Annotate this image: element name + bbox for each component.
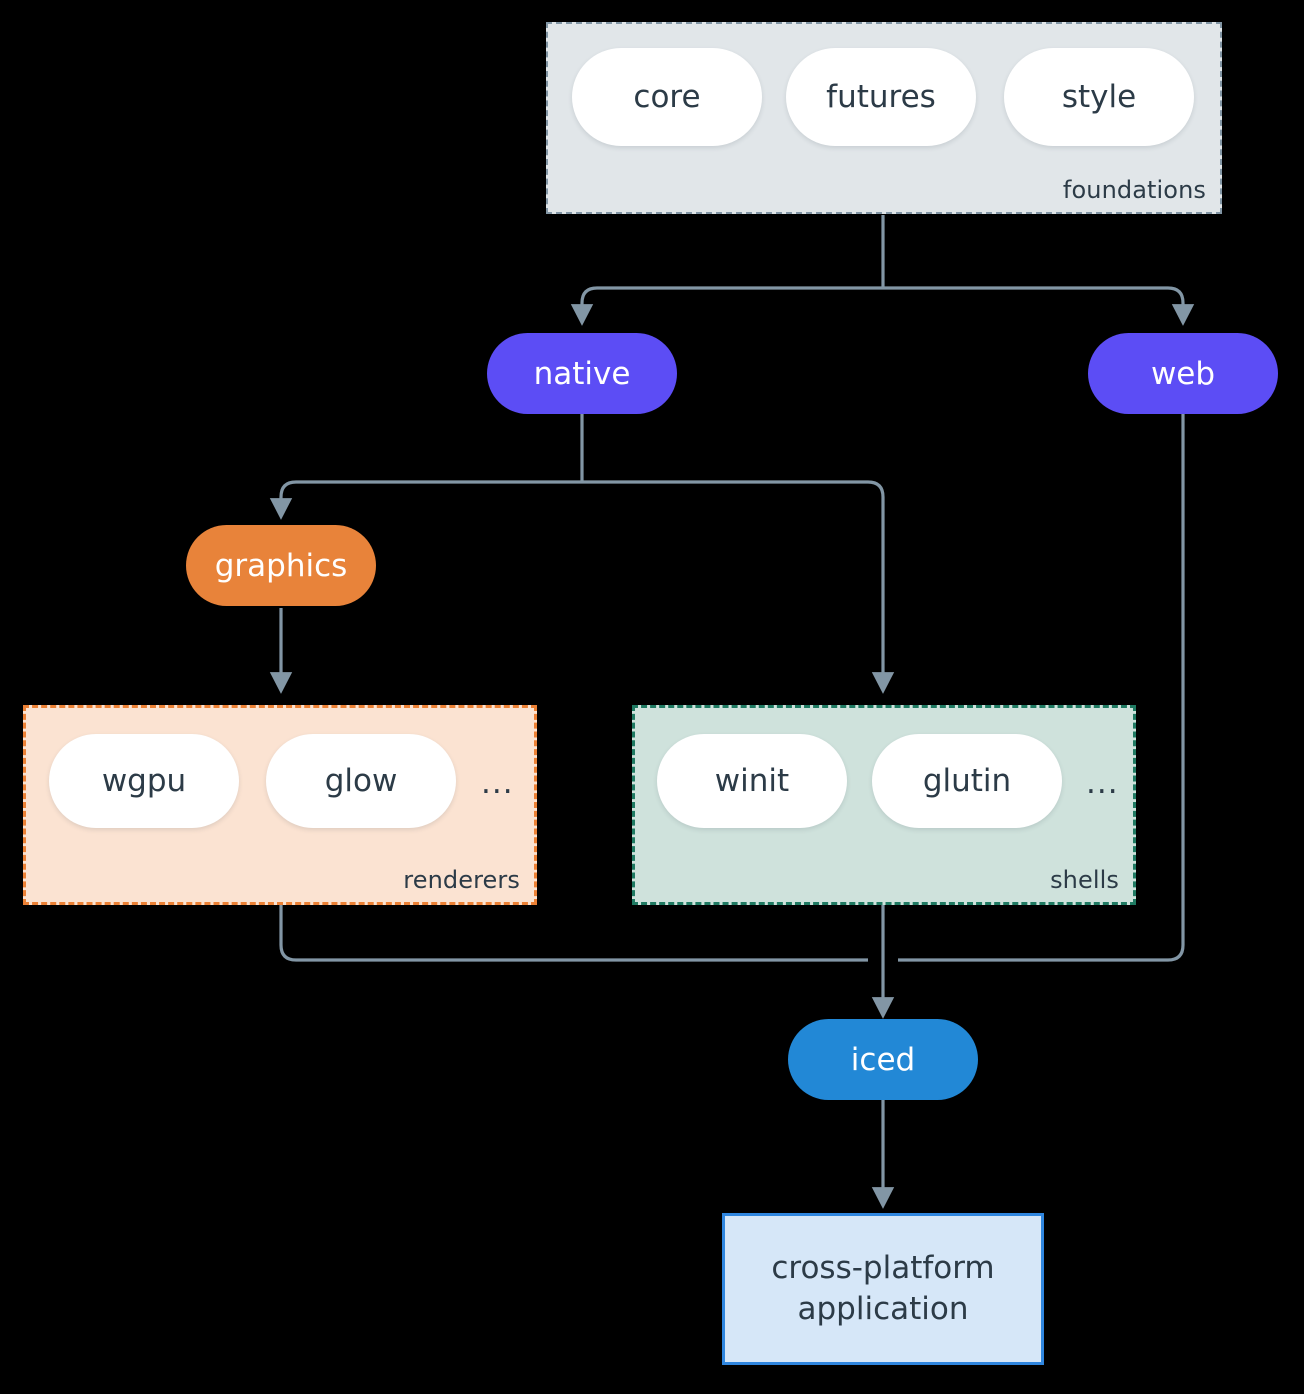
renderers-ellipsis-label: ... xyxy=(481,765,514,801)
node-wgpu-label: wgpu xyxy=(101,763,187,799)
node-graphics-label: graphics xyxy=(214,547,348,584)
node-glow[interactable]: glow xyxy=(266,734,456,828)
cluster-label-foundations: foundations xyxy=(1062,176,1206,204)
node-style-label: style xyxy=(1061,79,1137,115)
edge-renderers-iced xyxy=(279,905,868,962)
node-graphics[interactable]: graphics xyxy=(186,525,376,606)
node-web-label: web xyxy=(1150,355,1216,392)
edge-native-shells xyxy=(582,480,895,694)
node-futures-label: futures xyxy=(826,79,936,115)
node-glutin-label: glutin xyxy=(922,763,1012,799)
node-iced-label: iced xyxy=(850,1041,916,1078)
node-glow-label: glow xyxy=(324,763,398,799)
node-core-label: core xyxy=(633,79,701,115)
node-winit[interactable]: winit xyxy=(657,734,847,828)
node-core[interactable]: core xyxy=(572,48,762,146)
node-native-label: native xyxy=(533,355,631,392)
edge-foundations-native xyxy=(570,286,883,326)
edge-native-graphics xyxy=(269,480,582,520)
node-winit-label: winit xyxy=(714,763,790,799)
shells-ellipsis-label: ... xyxy=(1086,765,1119,801)
node-web[interactable]: web xyxy=(1088,333,1278,414)
renderers-ellipsis: ... xyxy=(481,768,514,799)
edge-foundations-web xyxy=(883,286,1195,326)
node-glutin[interactable]: glutin xyxy=(872,734,1062,828)
node-cross-platform-application[interactable]: cross-platform application xyxy=(722,1213,1044,1365)
application-line-1: cross-platform xyxy=(771,1250,995,1287)
node-futures[interactable]: futures xyxy=(786,48,976,146)
cluster-label-shells: shells xyxy=(1050,866,1119,894)
node-style[interactable]: style xyxy=(1004,48,1194,146)
node-wgpu[interactable]: wgpu xyxy=(49,734,239,828)
application-line-2: application xyxy=(797,1291,969,1327)
shells-ellipsis: ... xyxy=(1086,768,1119,799)
node-native[interactable]: native xyxy=(487,333,677,414)
node-iced[interactable]: iced xyxy=(788,1019,978,1100)
cluster-label-renderers: renderers xyxy=(403,866,520,894)
